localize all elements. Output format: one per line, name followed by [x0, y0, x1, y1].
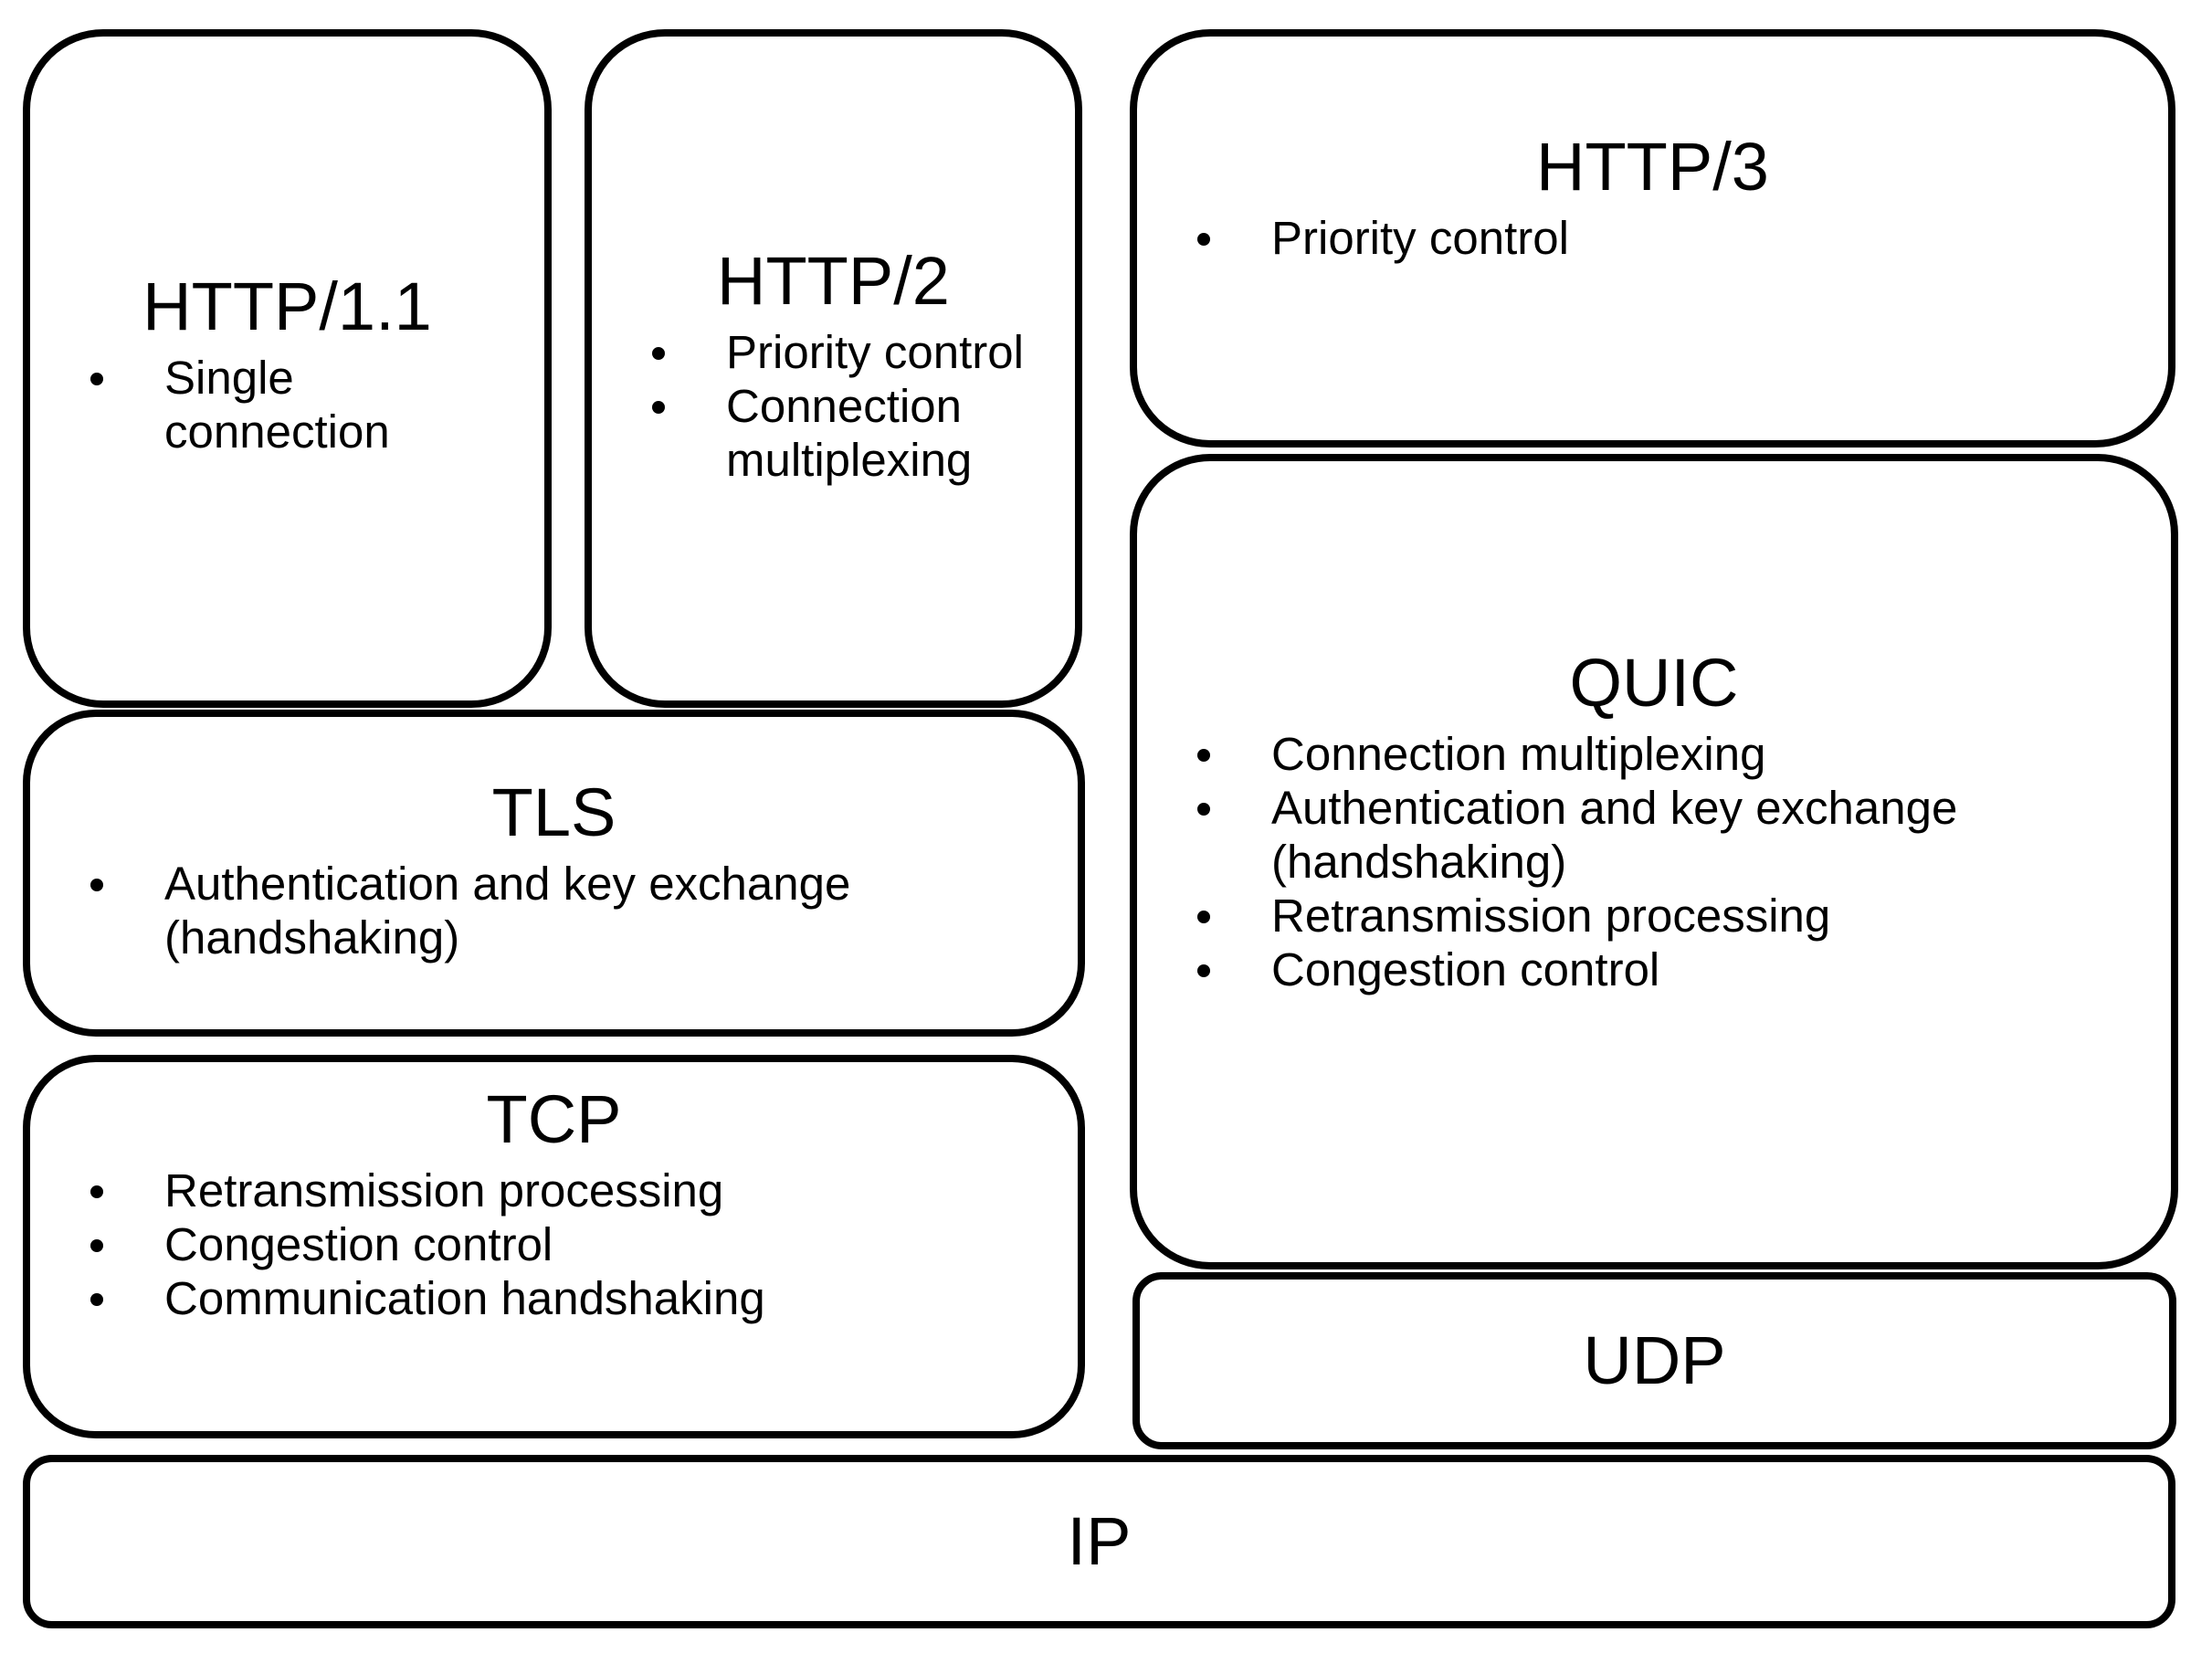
- tls-title: TLS: [491, 774, 616, 850]
- ip-layer-box: IP: [23, 1455, 2175, 1628]
- quic-bullet-list: Connection multiplexing Authentication a…: [1137, 727, 2171, 996]
- udp-layer-box: UDP: [1132, 1272, 2176, 1449]
- udp-title: UDP: [1583, 1322, 1726, 1398]
- bullet-item: Connection multiplexing: [592, 379, 1075, 487]
- bullet-dot-icon: [90, 1239, 103, 1252]
- bullet-item: Retransmission processing: [1137, 889, 2171, 943]
- tls-content: TLS Authentication and key exchange (han…: [30, 779, 1078, 964]
- ip-title: IP: [1067, 1503, 1132, 1579]
- bullet-item: Priority control: [1137, 211, 2168, 265]
- bullet-dot-icon: [652, 347, 665, 360]
- http11-bullet-list: Single connection: [30, 351, 544, 458]
- tcp-bullet-list: Retransmission processing Congestion con…: [30, 1164, 1078, 1325]
- http2-bullet-list: Priority control Connection multiplexing: [592, 325, 1075, 487]
- bullet-dot-icon: [90, 373, 103, 385]
- bullet-dot-icon: [90, 879, 103, 891]
- bullet-dot-icon: [652, 401, 665, 414]
- bullet-item: Single connection: [30, 351, 544, 458]
- bullet-item: Congestion control: [1137, 943, 2171, 996]
- bullet-dot-icon: [1197, 911, 1210, 923]
- bullet-dot-icon: [1197, 233, 1210, 246]
- bullet-dot-icon: [1197, 964, 1210, 977]
- bullet-item: Authentication and key exchange (handsha…: [30, 857, 1078, 964]
- bullet-dot-icon: [1197, 803, 1210, 816]
- bullet-item: Authentication and key exchange (handsha…: [1137, 781, 2171, 889]
- udp-content: UDP: [1140, 1280, 2169, 1442]
- tls-layer-box: TLS Authentication and key exchange (han…: [23, 710, 1085, 1037]
- bullet-dot-icon: [90, 1185, 103, 1198]
- http11-content: HTTP/1.1 Single connection: [30, 273, 544, 458]
- http11-layer-box: HTTP/1.1 Single connection: [23, 29, 552, 708]
- bullet-item: Priority control: [592, 325, 1075, 379]
- quic-content: QUIC Connection multiplexing Authenticat…: [1137, 649, 2171, 996]
- bullet-dot-icon: [1197, 749, 1210, 762]
- bullet-item: Connection multiplexing: [1137, 727, 2171, 781]
- bullet-item: Congestion control: [30, 1217, 1078, 1271]
- tcp-layer-box: TCP Retransmission processing Congestion…: [23, 1055, 1085, 1438]
- http3-bullet-list: Priority control: [1137, 211, 2168, 265]
- tcp-content: TCP Retransmission processing Congestion…: [30, 1086, 1078, 1325]
- bullet-dot-icon: [90, 1293, 103, 1306]
- quic-title: QUIC: [1569, 645, 1739, 721]
- tls-bullet-list: Authentication and key exchange (handsha…: [30, 857, 1078, 964]
- tcp-title: TCP: [486, 1081, 622, 1157]
- quic-layer-box: QUIC Connection multiplexing Authenticat…: [1130, 454, 2178, 1269]
- http2-content: HTTP/2 Priority control Connection multi…: [592, 247, 1075, 487]
- http3-layer-box: HTTP/3 Priority control: [1130, 29, 2175, 448]
- http3-title: HTTP/3: [1536, 129, 1769, 205]
- bullet-item: Retransmission processing: [30, 1164, 1078, 1217]
- http2-layer-box: HTTP/2 Priority control Connection multi…: [585, 29, 1082, 708]
- bullet-item: Communication handshaking: [30, 1271, 1078, 1325]
- http3-content: HTTP/3 Priority control: [1137, 133, 2168, 265]
- ip-content: IP: [30, 1462, 2168, 1621]
- http11-title: HTTP/1.1: [142, 269, 432, 344]
- http2-title: HTTP/2: [717, 243, 950, 319]
